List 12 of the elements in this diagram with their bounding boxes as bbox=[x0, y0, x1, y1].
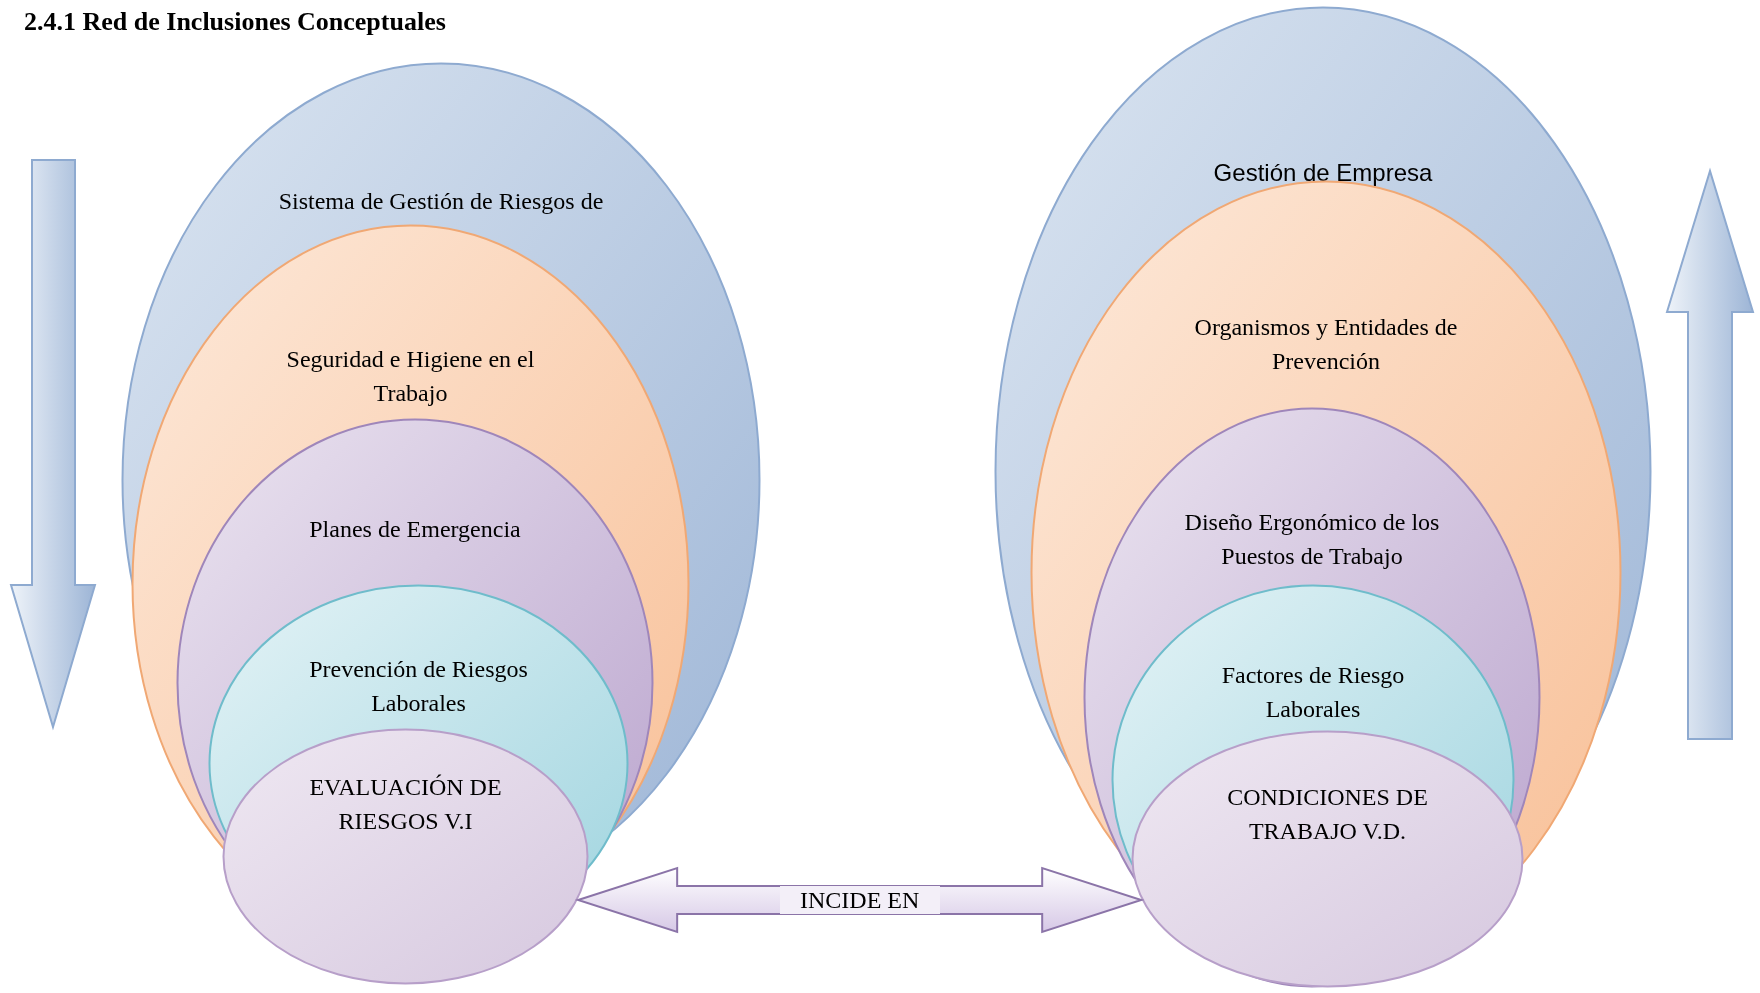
edge-label: INCIDE EN bbox=[779, 886, 940, 914]
ellipse-label: Planes de Emergencia bbox=[308, 515, 522, 544]
ellipse-label: Seguridad e Higiene en el Trabajo bbox=[285, 345, 536, 408]
ellipse-label: Organismos y Entidades de Prevención bbox=[1193, 313, 1459, 376]
ellipse-label: CONDICIONES DE TRABAJO V.D. bbox=[1226, 783, 1429, 846]
ellipse-label: Factores de Riesgo Laborales bbox=[1220, 661, 1406, 724]
ellipse-label: EVALUACIÓN DE RIESGOS V.I bbox=[308, 773, 503, 836]
ellipse-label: Sistema de Gestión de Riesgos de bbox=[277, 187, 605, 216]
ellipse-label: Diseño Ergonómico de los Puestos de Trabajo bbox=[1183, 508, 1441, 571]
ellipse-label: Prevención de Riesgos Laborales bbox=[308, 655, 529, 718]
heading: 2.4.1 Red de Inclusiones Conceptuales bbox=[24, 6, 446, 38]
ellipse-label: Gestión de Empresa bbox=[1212, 158, 1434, 188]
